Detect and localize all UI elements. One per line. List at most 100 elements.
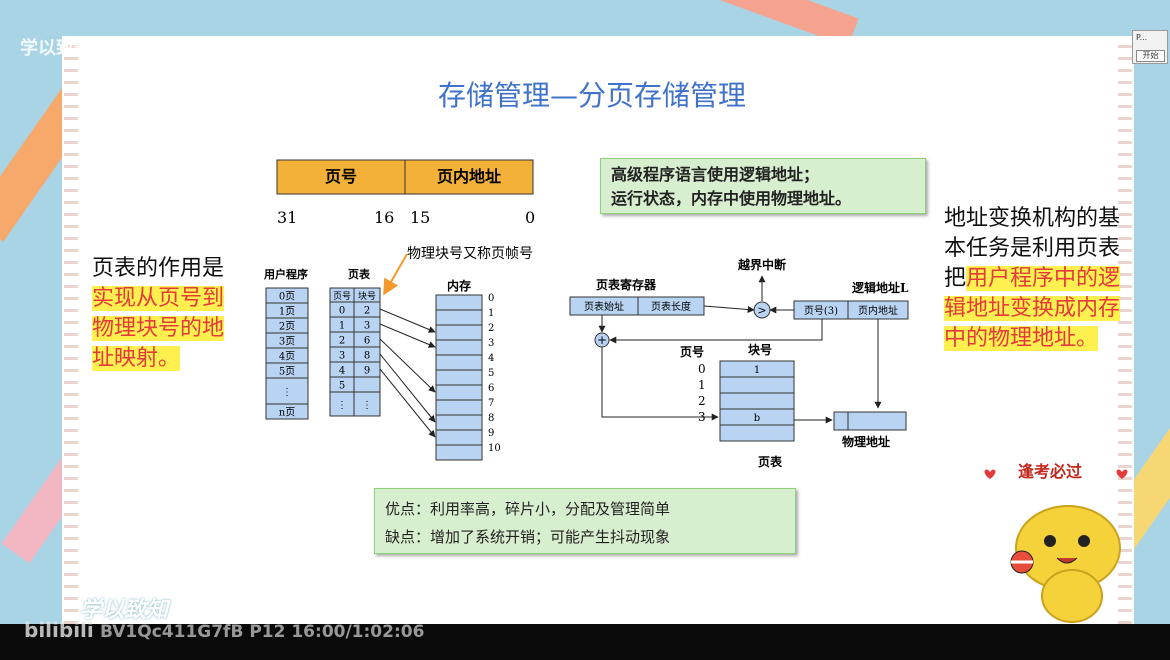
page-no-label: 页号 xyxy=(325,167,357,186)
memory-block-index: 8 xyxy=(488,413,494,424)
mapping-arrow xyxy=(379,323,436,348)
offset-field xyxy=(404,159,534,195)
user-page-label: 1页 xyxy=(279,306,295,318)
page-table-page-no: 5 xyxy=(339,381,345,392)
user-page-label: 0页 xyxy=(279,291,295,303)
mapping-diagram: 物理块号又称页帧号 用户程序 页表 内存 0页1页2页3页4页5页⋮n页 页号块… xyxy=(264,246,533,461)
page-table-page-no: 1 xyxy=(339,321,345,332)
overflow-label: 越界中断 xyxy=(737,257,786,272)
register-field-base-label: 页表始址 xyxy=(584,300,624,313)
page-table-cell xyxy=(353,391,381,417)
mascot xyxy=(984,469,1128,623)
left-text-highlight: 实现从页号到物理块号的地址映射。 xyxy=(92,286,225,371)
memory-block-index: 0 xyxy=(488,293,494,304)
bit-16: 16 xyxy=(374,208,394,227)
memory-block-index: 4 xyxy=(488,353,494,364)
page-table-block-no: 2 xyxy=(364,306,370,317)
bottom-bar xyxy=(0,624,1170,660)
page-table-block-no: ⋮ xyxy=(362,400,372,411)
compare-symbol: > xyxy=(757,304,766,317)
page-table-header: 块号 xyxy=(358,290,376,302)
mascot-caption: 逢考必过 xyxy=(1018,462,1083,481)
memory-block-index: 7 xyxy=(488,398,494,409)
page-no-col-label: 页号 xyxy=(680,344,704,359)
bilibili-logo: bilibili xyxy=(24,618,94,642)
memory-block xyxy=(435,444,483,461)
bit-15: 15 xyxy=(410,208,430,227)
memory-block xyxy=(435,399,483,416)
page-table-block-no: 8 xyxy=(364,351,370,362)
memory-label: 内存 xyxy=(447,278,471,293)
user-page-cell xyxy=(265,403,309,420)
watermark-top: 学以致知 xyxy=(20,38,92,59)
left-text-plain: 页表的作用是 xyxy=(92,256,225,281)
page-table-cell xyxy=(329,391,355,417)
user-page-label: 4页 xyxy=(279,351,295,363)
offset-label: 页内地址 xyxy=(437,167,501,186)
page-table-block-no: 6 xyxy=(364,336,370,347)
physical-label: 物理地址 xyxy=(842,434,890,449)
user-page-label: 5页 xyxy=(279,366,295,378)
memory-block xyxy=(435,429,483,446)
logical-field-page-label: 页号(3) xyxy=(804,305,838,317)
page-table-cell xyxy=(353,376,381,393)
table2-entry: b xyxy=(754,413,760,424)
logical-label: 逻辑地址L xyxy=(852,280,909,295)
mapping-arrow xyxy=(379,308,436,333)
page-table-header: 页号 xyxy=(333,291,351,302)
memory-block xyxy=(435,324,483,341)
table2-cell xyxy=(719,392,795,410)
frame-annotation: 物理块号又称页帧号 xyxy=(407,246,533,262)
bit-0: 0 xyxy=(525,208,535,227)
page-table-block-no: 3 xyxy=(364,321,370,332)
table2-row-label: 2 xyxy=(698,394,706,408)
memory-block xyxy=(435,369,483,386)
player-label: P... xyxy=(1136,33,1148,42)
page-table-block-no: 9 xyxy=(364,366,370,377)
memory-block-index: 2 xyxy=(488,323,494,334)
table2-row-label: 0 xyxy=(698,362,706,376)
user-page-label: 3页 xyxy=(279,336,295,348)
user-page-cell xyxy=(265,377,309,405)
mapping-arrow xyxy=(379,368,436,438)
memory-block xyxy=(435,339,483,356)
memory-block xyxy=(435,354,483,371)
table2-cell xyxy=(719,376,795,394)
logical-physical-note: 高级程序语言使用逻辑地址； 运行状态，内存中使用物理地址。 xyxy=(600,158,926,214)
player-start-button[interactable]: 开始 xyxy=(1136,50,1165,62)
user-page-label: 2页 xyxy=(279,321,295,333)
note-line-2: 运行状态，内存中使用物理地址。 xyxy=(611,189,852,208)
page-table-page-no: 2 xyxy=(339,336,345,347)
user-page-label: ⋮ xyxy=(282,387,292,398)
mapping-arrow xyxy=(379,338,436,393)
memory-block-index: 5 xyxy=(488,368,494,379)
table2-row-label: 1 xyxy=(698,378,706,392)
page-table-purpose: 页表的作用是实现从页号到物理块号的地址映射。 xyxy=(92,254,232,374)
pros-cons-note: 优点：利用率高，碎片小，分配及管理简单 缺点：增加了系统开销；可能产生抖动现象 xyxy=(374,488,796,554)
page-table-page-no: 0 xyxy=(339,306,345,317)
memory-block xyxy=(435,414,483,431)
physical-field-offset xyxy=(847,411,907,431)
register-label: 页表寄存器 xyxy=(596,277,657,292)
memory-block-index: 6 xyxy=(488,383,494,394)
translation-diagram: 页表寄存器 页表始址 页表长度 越界中断 > 逻辑地址L 页号(3) 页内地址 … xyxy=(569,257,909,469)
page-table-page-no: 4 xyxy=(339,366,345,377)
table2-cell xyxy=(719,424,795,442)
page-table-page-no: ⋮ xyxy=(337,400,347,411)
block-no-col-label: 块号 xyxy=(748,342,772,357)
page-table-label: 页表 xyxy=(348,267,371,281)
adder-symbol: + xyxy=(597,333,607,347)
pros-line: 优点：利用率高，碎片小，分配及管理简单 xyxy=(385,500,671,518)
memory-block-index: 3 xyxy=(488,338,494,349)
slide-title: 存储管理—分页存储管理 xyxy=(437,79,746,112)
memory-block xyxy=(435,384,483,401)
note-line-1: 高级程序语言使用逻辑地址； xyxy=(611,165,820,184)
player-widget[interactable]: P... 开始 xyxy=(1132,30,1168,64)
video-id: BV1Qc411G7fB P12 16:00/1:02:06 xyxy=(100,622,425,642)
table2-label: 页表 xyxy=(758,454,783,469)
memory-block xyxy=(435,294,483,311)
